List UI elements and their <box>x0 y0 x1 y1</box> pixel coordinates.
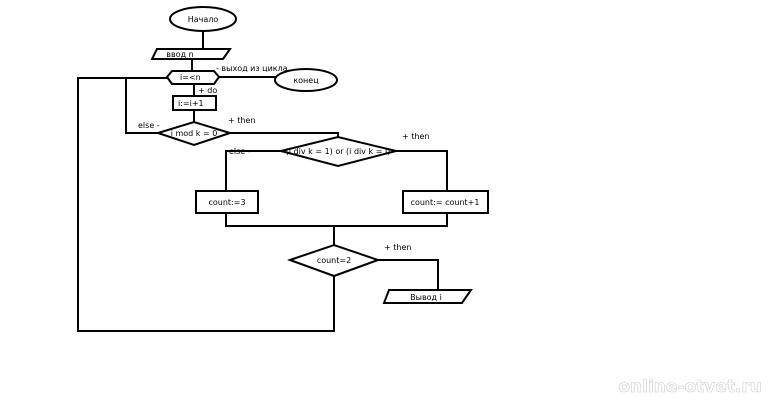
input-parallelogram <box>150 48 232 60</box>
increment-process <box>172 95 217 111</box>
connector-merge <box>225 213 448 227</box>
start-terminal <box>169 6 237 32</box>
connector-mod-then <box>230 132 339 141</box>
then-label-mod: + then <box>228 116 255 125</box>
assign-three-label: count:=3 <box>208 198 245 207</box>
connector-outer-return <box>77 77 335 332</box>
mod-condition-label: i mod k = 0 <box>171 129 218 138</box>
loop-hexagon <box>165 70 221 85</box>
connector-count-then <box>376 259 439 290</box>
output-label: Вывод i <box>410 293 442 302</box>
count-decision <box>286 243 382 278</box>
end-terminal <box>274 68 338 92</box>
input-label: ввод n <box>166 50 193 59</box>
start-label: Начало <box>188 15 219 24</box>
connector-lines <box>77 31 448 332</box>
watermark: online-otvet.ru <box>618 377 762 397</box>
assign-three-process <box>195 190 259 214</box>
do-label: + do <box>198 86 217 95</box>
increment-label: i:=i+1 <box>178 99 204 108</box>
assign-increment-label: count:= count+1 <box>411 198 480 207</box>
div-decision <box>280 135 397 168</box>
connector-div-else <box>225 150 281 191</box>
div-condition-label: (i div k = 1) or (i div k = i) <box>286 147 391 156</box>
output-parallelogram <box>382 289 473 304</box>
mod-decision <box>154 120 234 147</box>
loop-condition-label: i=<n <box>180 73 201 82</box>
assign-increment-process <box>402 190 489 214</box>
end-label: конец <box>293 76 319 85</box>
connector-div-then <box>396 150 448 191</box>
else-label-div: else - <box>229 147 251 156</box>
then-label-count: + then <box>384 243 411 252</box>
exit-label: - выход из цикла <box>216 64 288 73</box>
else-label-mod: else - <box>138 121 160 130</box>
count-condition-label: count=2 <box>317 256 351 265</box>
then-label-div: + then <box>402 132 429 141</box>
